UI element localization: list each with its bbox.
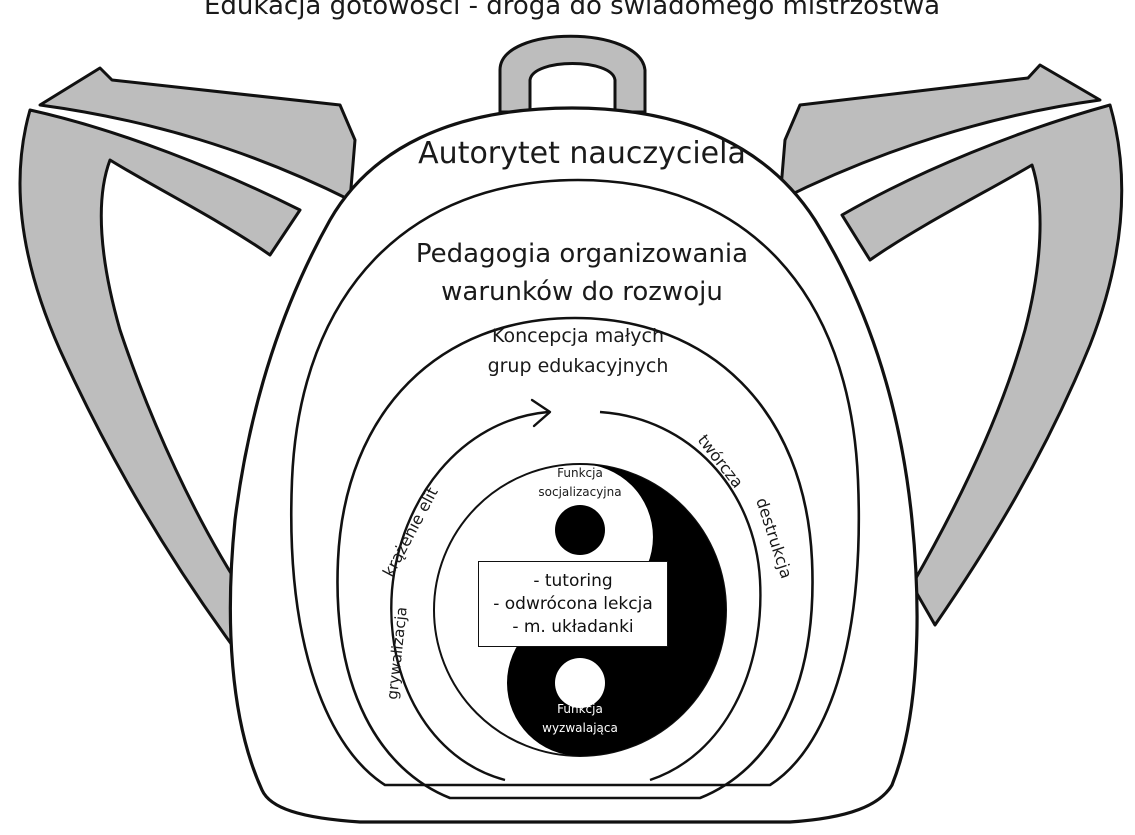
function-top-label-line2: socjalizacyjna xyxy=(538,485,621,499)
yin-yang-dark-dot xyxy=(555,505,605,555)
methods-box: - tutoring - odwrócona lekcja - m. układ… xyxy=(478,561,668,647)
function-bottom-label-line1: Funkcja xyxy=(557,702,603,716)
method-item: - tutoring xyxy=(533,570,612,593)
method-item: - m. układanki xyxy=(512,616,633,639)
yin-yang-light-dot xyxy=(555,658,605,708)
inner-layer-label-line2: grup edukacyjnych xyxy=(488,355,669,377)
outer-layer-label: Autorytet nauczyciela xyxy=(418,136,746,171)
diagram-title: Edukacja gotowości - droga do świadomego… xyxy=(204,0,940,21)
function-bottom-label-line2: wyzwalająca xyxy=(542,721,618,735)
middle-layer-label-line1: Pedagogia organizowania xyxy=(416,239,748,269)
inner-layer-label-line1: Koncepcja małych xyxy=(492,325,664,347)
function-top-label-line1: Funkcja xyxy=(557,466,603,480)
method-item: - odwrócona lekcja xyxy=(493,593,653,616)
top-handle xyxy=(500,36,645,112)
middle-layer-label-line2: warunków do rozwoju xyxy=(441,277,723,307)
